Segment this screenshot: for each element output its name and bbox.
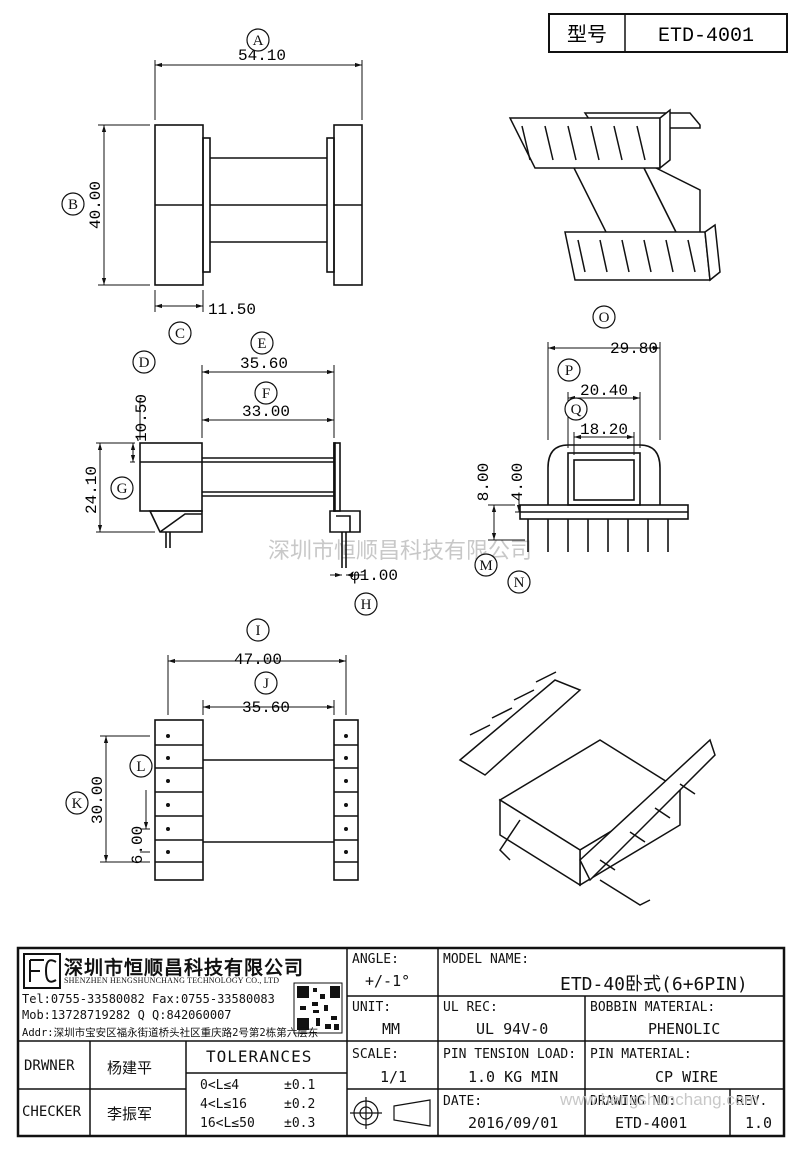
scale-value: 1/1 — [380, 1068, 408, 1086]
bottom-view-pins — [166, 734, 348, 854]
callout-l: L — [136, 759, 145, 775]
dim-l: 6.00 — [129, 826, 147, 864]
drawing-no-label: DRAWING NO: — [590, 1094, 677, 1109]
callout-h: H — [361, 597, 372, 613]
callout-c: C — [175, 326, 185, 342]
date-label: DATE: — [443, 1094, 483, 1109]
dim-d: 10.50 — [133, 394, 151, 442]
callout-q: Q — [571, 402, 582, 418]
angle-value: +/-1° — [365, 972, 411, 990]
callout-a: A — [253, 33, 264, 49]
dim-k: 30.00 — [89, 776, 107, 824]
callout-d: D — [139, 355, 150, 371]
company-mob: Mob:13728719282 Q Q:842060007 — [22, 1008, 232, 1022]
dim-i: 47.00 — [234, 651, 282, 669]
company-name-cn: 深圳市恒顺昌科技有限公司 — [64, 957, 305, 979]
callout-p: P — [565, 363, 573, 379]
iso-view-bottom — [458, 671, 716, 906]
side-view — [139, 442, 361, 568]
callout-m: M — [479, 558, 492, 574]
drawer-label: DRWNER — [24, 1058, 75, 1074]
tol-value-2: ±0.2 — [284, 1097, 316, 1112]
callout-k: K — [72, 796, 83, 812]
dim-c: 11.50 — [208, 301, 256, 319]
dim-g: 24.10 — [83, 466, 101, 514]
company-tel: Tel:0755-33580082 Fax:0755-33580083 — [22, 992, 275, 1006]
title-block-grid — [16, 946, 786, 1138]
scale-label: SCALE: — [352, 1047, 399, 1062]
pin-material-value: CP WIRE — [655, 1068, 719, 1086]
dim-q: 18.20 — [580, 421, 628, 439]
end-view — [519, 444, 689, 552]
angle-label: ANGLE: — [352, 952, 399, 967]
side-view-dims — [96, 365, 365, 578]
header-model: ETD-4001 — [658, 25, 754, 48]
tol-range-1: 0<L≤4 — [200, 1078, 240, 1093]
callout-labels: A B C D E F G H I J K L M N O P Q — [68, 33, 610, 812]
company-addr: Addr:深圳市宝安区福永街道桥头社区重庆路2号第2栋第六层东 — [22, 1027, 319, 1039]
front-view — [154, 124, 363, 286]
tolerances-label: TOLERANCES — [206, 1047, 313, 1066]
dim-f: 33.00 — [242, 403, 290, 421]
front-view-dims — [98, 60, 363, 312]
qr-code-icon — [293, 982, 343, 1034]
dim-b: 40.00 — [87, 181, 105, 229]
callout-i: I — [256, 623, 261, 639]
dim-p: 20.40 — [580, 382, 628, 400]
dim-h: φ1.00 — [350, 567, 398, 585]
callout-b: B — [68, 197, 78, 213]
ul-rec-value: UL 94V-0 — [476, 1020, 549, 1038]
pin-tension-label: PIN TENSION LOAD: — [443, 1047, 577, 1062]
tol-range-3: 16<L≤50 — [200, 1116, 255, 1131]
dim-o: 29.80 — [610, 340, 658, 358]
callout-e: E — [257, 336, 266, 352]
pin-material-label: PIN MATERIAL: — [590, 1047, 692, 1062]
callout-j: J — [263, 676, 269, 692]
dim-m: 8.00 — [475, 463, 493, 501]
model-name-value: ETD-40卧式(6+6PIN) — [560, 974, 748, 995]
dim-j: 35.60 — [242, 699, 290, 717]
drawer-value: 杨建平 — [107, 1059, 153, 1077]
dim-e: 35.60 — [240, 355, 288, 373]
rev-value: 1.0 — [745, 1114, 773, 1132]
iso-view-top — [508, 108, 721, 282]
checker-value: 李振军 — [107, 1105, 153, 1123]
model-name-label: MODEL NAME: — [443, 952, 530, 967]
pin-tension-value: 1.0 KG MIN — [468, 1068, 559, 1086]
bobbin-material-value: PHENOLIC — [648, 1020, 721, 1038]
projection-symbol-icon — [350, 1097, 431, 1129]
tol-value-3: ±0.3 — [284, 1116, 316, 1131]
header-type-label: 型号 — [567, 22, 607, 46]
tol-range-2: 4<L≤16 — [200, 1097, 247, 1112]
dim-n: 4.00 — [509, 463, 527, 501]
callout-f: F — [262, 386, 270, 402]
callout-o: O — [599, 310, 610, 326]
callout-n: N — [514, 575, 525, 591]
bobbin-material-label: BOBBIN MATERIAL: — [590, 1000, 716, 1015]
date-value: 2016/09/01 — [468, 1114, 559, 1132]
checker-label: CHECKER — [22, 1104, 82, 1120]
bottom-view-dims — [100, 655, 347, 863]
drawing-no-value: ETD-4001 — [615, 1114, 688, 1132]
company-logo — [23, 953, 61, 989]
ul-rec-label: UL REC: — [443, 1000, 498, 1015]
header-box: 型号 ETD-4001 — [548, 13, 788, 53]
rev-label: REV. — [736, 1094, 768, 1109]
bottom-view — [154, 719, 359, 881]
end-view-dims — [488, 342, 661, 541]
unit-label: UNIT: — [352, 1000, 392, 1015]
dim-a: 54.10 — [238, 47, 286, 65]
callouts — [61, 28, 616, 815]
company-name-en: SHENZHEN HENGSHUNCHANG TECHNOLOGY CO., L… — [64, 976, 280, 985]
watermark-url: www.hengshunchang.com — [560, 1090, 759, 1109]
unit-value: MM — [382, 1020, 401, 1038]
callout-g: G — [117, 481, 128, 497]
tol-value-1: ±0.1 — [284, 1078, 316, 1093]
